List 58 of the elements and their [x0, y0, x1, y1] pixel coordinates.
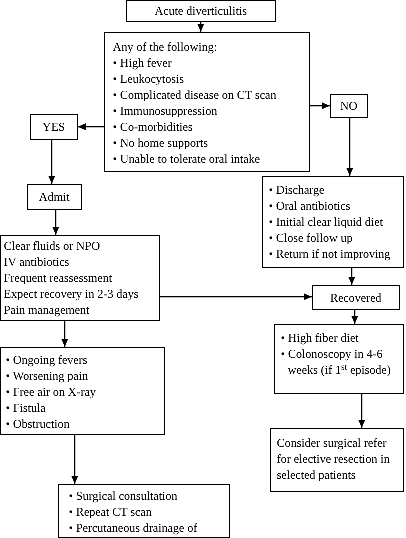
process-box: [312, 285, 400, 310]
list-item: • Ongoing fevers: [6, 352, 89, 368]
arrow: [72, 435, 78, 484]
process-box: [0, 347, 165, 435]
list-item: • Unable to tolerate oral intake: [113, 151, 262, 167]
list-item: • Close follow up: [269, 230, 354, 246]
list-item: • Free air on X-ray: [6, 384, 98, 400]
list-item: • Colonoscopy in 4-6 weeks (if 1$^{st}$ episode): [281, 346, 392, 378]
list-item: • Return if not improving: [269, 246, 392, 262]
process-box: [270, 428, 404, 492]
list-item: • Worsening pain: [6, 368, 90, 384]
list-item: • Complicated disease on CT scan: [113, 87, 278, 103]
process-box: [274, 324, 404, 394]
process-box: [27, 184, 82, 210]
arrow: [310, 102, 330, 110]
list-heading: Any of the following:: [113, 39, 218, 55]
box-text: Consider surgical refer for elective resection in selected patients: [277, 435, 391, 483]
process-box: [126, 0, 276, 22]
process-box: [58, 484, 230, 538]
list-item: • Immunosuppression: [113, 103, 219, 119]
list-item: • Co-morbidities: [113, 119, 194, 135]
arrow: [160, 294, 312, 300]
list-item: • Initial clear liquid diet: [269, 214, 384, 230]
list-item: • High fiber diet: [281, 330, 360, 346]
list-item: • Obstruction: [6, 416, 71, 432]
box-text: NO: [340, 98, 358, 114]
process-box: [0, 235, 160, 321]
box-text: Recovered: [330, 290, 382, 306]
list-item: • No home supports: [113, 135, 210, 151]
box-text: Admit: [39, 189, 70, 205]
process-box: [30, 114, 78, 140]
arrow: [62, 321, 68, 347]
list-item: • Percutaneous drainage of: [69, 520, 198, 536]
box-text: Acute diverticulitis: [154, 3, 248, 19]
list-item: • Fistula: [6, 400, 47, 416]
list-item: • Discharge: [269, 182, 326, 198]
box-text: Pain management: [4, 302, 91, 318]
list-item: • High fever: [113, 55, 173, 71]
box-text: YES: [42, 119, 66, 135]
box-text: Frequent reassessment: [4, 270, 114, 286]
list-item: • Surgical consultation: [69, 488, 179, 504]
arrow: [52, 210, 60, 235]
box-text: Expect recovery in 2-3 days: [4, 286, 140, 302]
list-item: • Leukocytosis: [113, 71, 186, 87]
arrow: [358, 394, 366, 428]
arrow: [198, 22, 204, 32]
decision-box: [104, 32, 310, 172]
arrow: [78, 124, 104, 130]
arrow: [352, 310, 358, 324]
list-item: • Repeat CT scan: [69, 504, 153, 520]
box-text: IV antibiotics: [4, 254, 70, 270]
arrow: [346, 118, 354, 176]
arrow: [348, 268, 356, 285]
process-box: [262, 176, 404, 268]
list-item: • Oral antibiotics: [269, 198, 352, 214]
process-box: [330, 94, 368, 118]
arrow: [48, 140, 56, 184]
box-text: Clear fluids or NPO: [4, 238, 102, 254]
